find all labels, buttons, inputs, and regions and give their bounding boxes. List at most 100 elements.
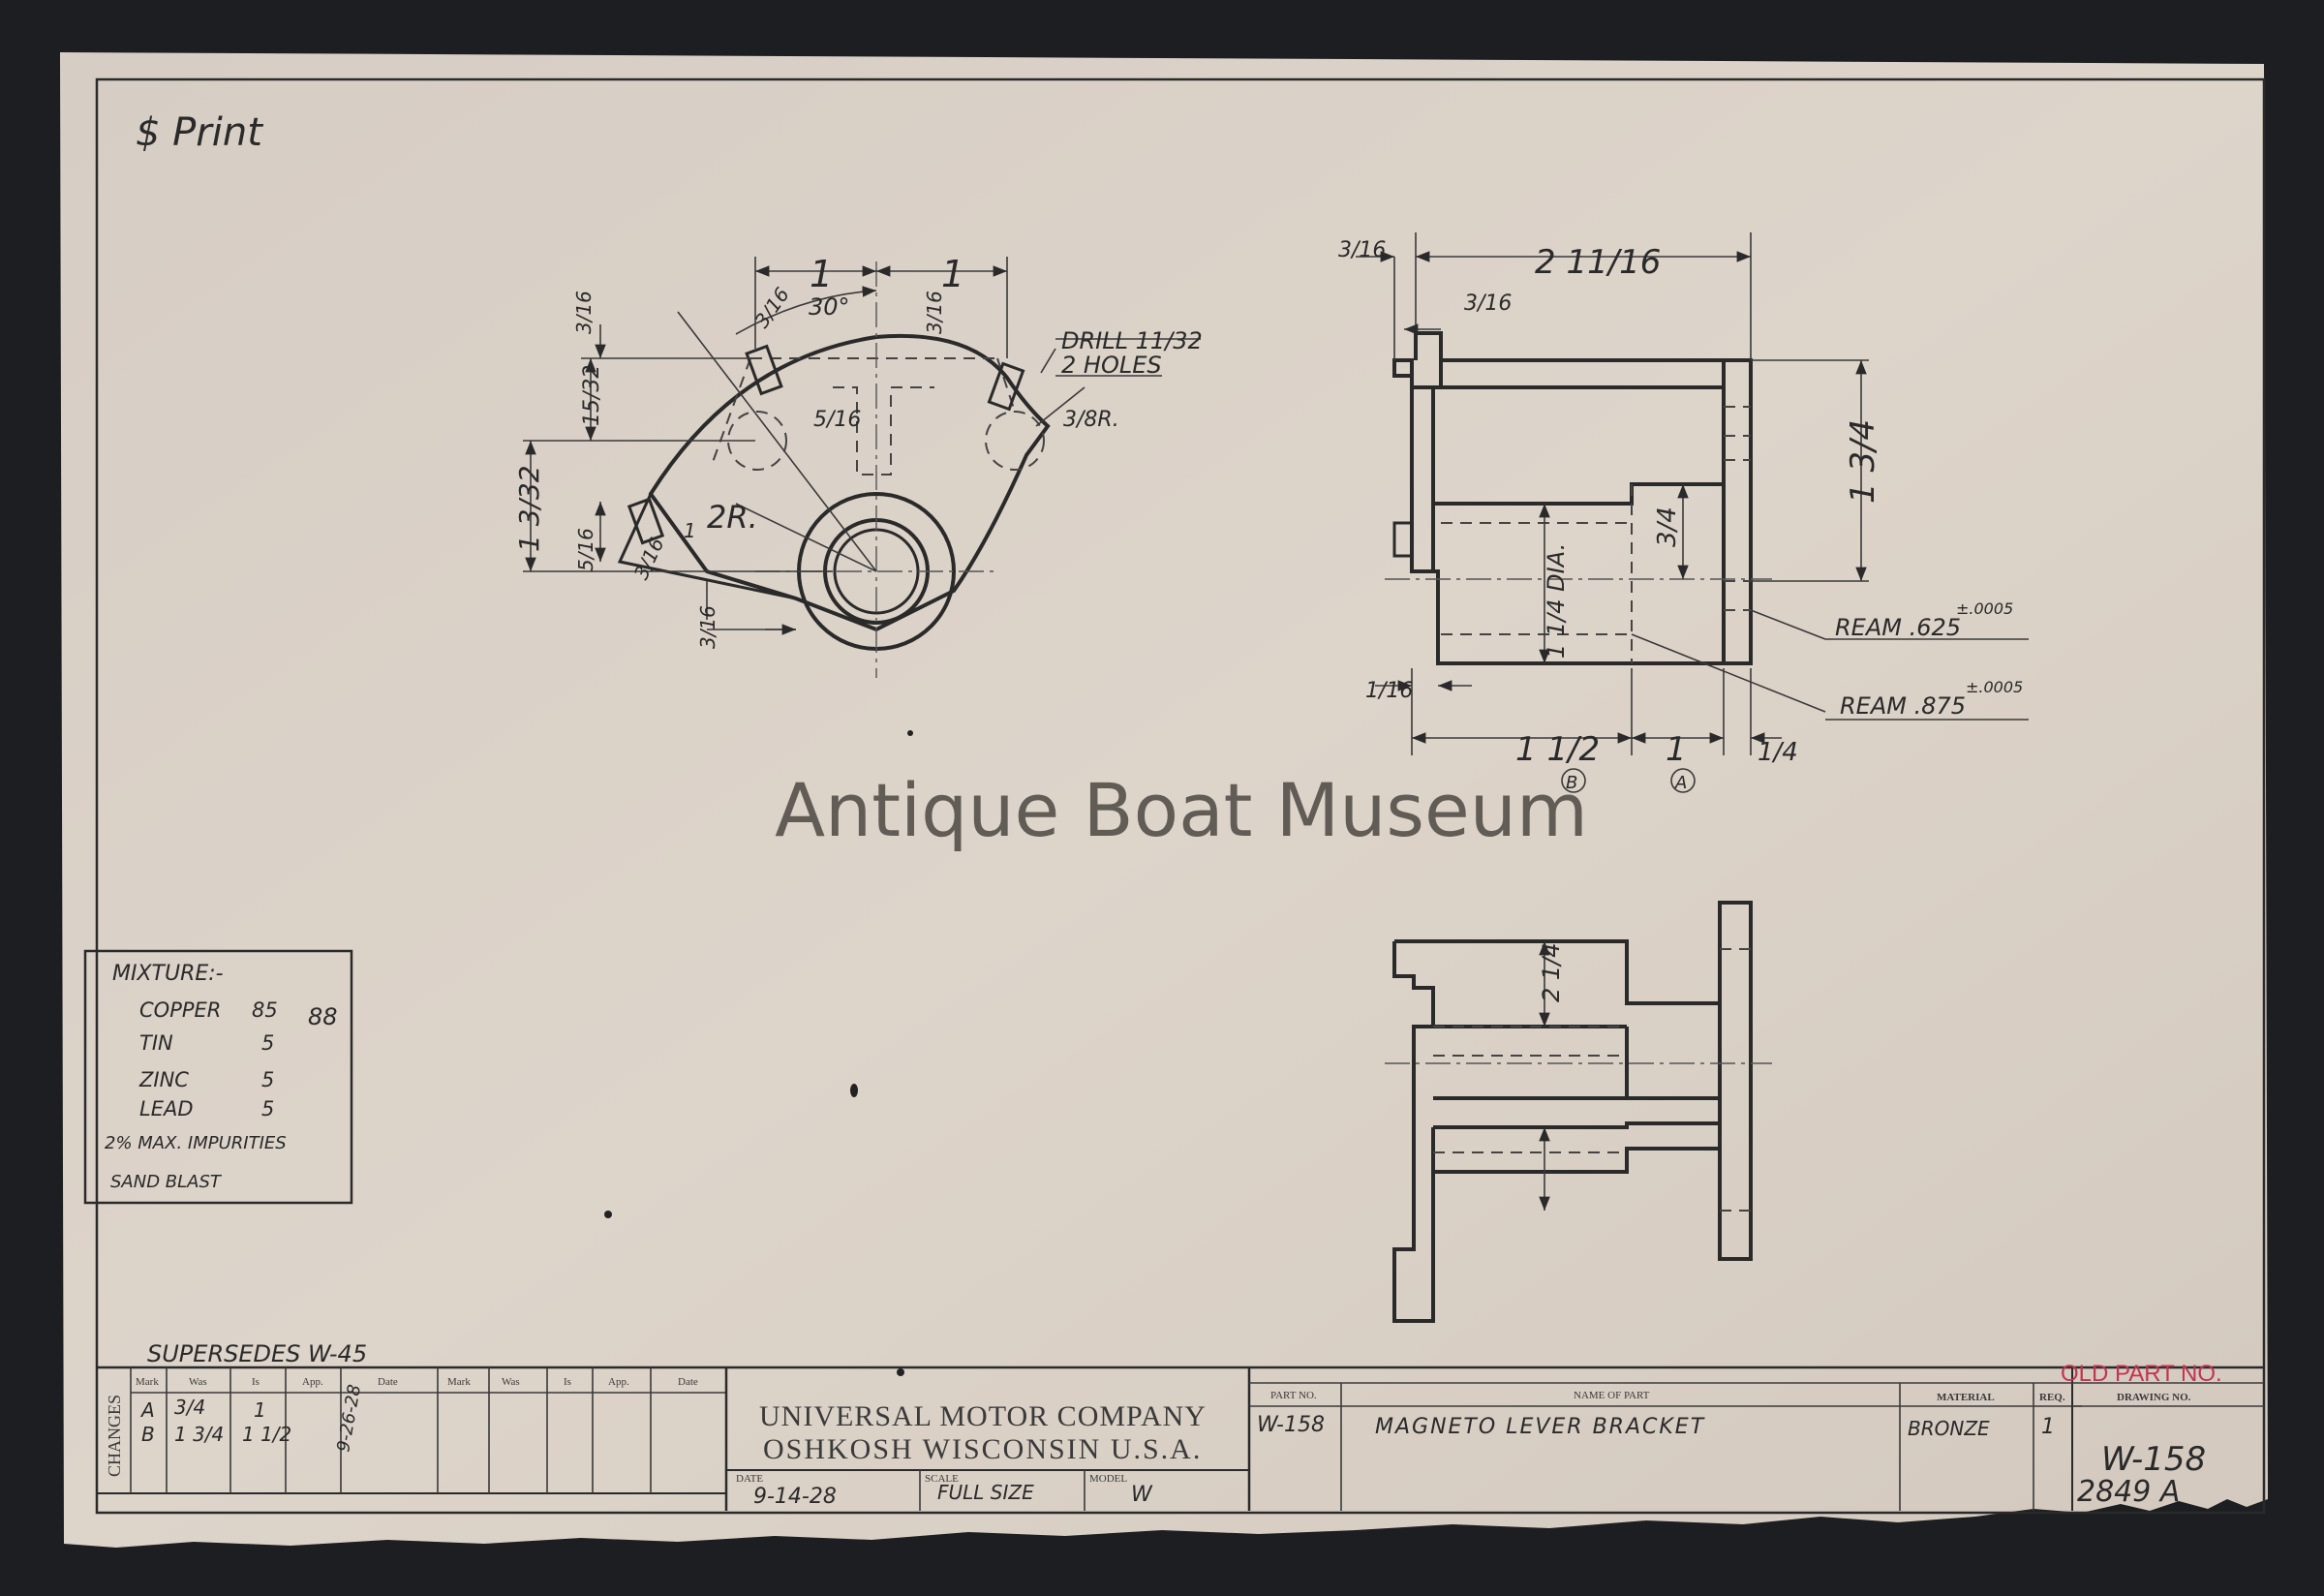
ream-625-tol: ±.0005 <box>1956 599 2013 618</box>
changes-side-label: CHANGES <box>105 1395 124 1477</box>
mixture-row: LEAD 5 <box>139 1097 274 1120</box>
drawing-border <box>95 77 2266 1515</box>
changes-header: Date <box>378 1376 398 1388</box>
dim-side-3-16-inner: 3/16 <box>1464 292 1512 316</box>
req-value: 1 <box>2041 1415 2055 1439</box>
dim-1-1-2: 1 1/2 <box>1515 730 1600 769</box>
dim-angle: 30° <box>809 293 850 321</box>
dim-1-16: 1/16 <box>1365 679 1413 703</box>
part-no-label: PART NO. <box>1270 1390 1317 1401</box>
changes-cell: A <box>139 1398 155 1422</box>
model-value: W <box>1131 1483 1153 1507</box>
dim-1-3-32: 1 3/32 <box>513 465 545 552</box>
dim-3-8r: 3/8R. <box>1063 408 1119 432</box>
dim-1-small: 1 <box>684 519 696 542</box>
supersedes-note: SUPERSEDES W-45 <box>147 1340 367 1367</box>
dim-1-4: 1/4 <box>1758 738 1798 767</box>
ream-875-tol: ±.0005 <box>1966 678 2023 696</box>
dim-15-32: 15/32 <box>580 365 604 426</box>
changes-header: Is <box>252 1376 260 1388</box>
mixture-item-name: LEAD <box>139 1097 194 1120</box>
mark-b: B <box>1566 773 1577 793</box>
date-label: DATE <box>736 1473 763 1485</box>
dim-3-16-a: 3/16 <box>572 291 596 334</box>
dim-3-4: 3/4 <box>1653 506 1682 547</box>
scale-value: FULL SIZE <box>937 1481 1034 1504</box>
paper <box>60 52 2268 1548</box>
mixture-row: COPPER 85 <box>139 998 278 1022</box>
dim-3-16-c: 3/16 <box>923 291 946 334</box>
mixture-margin-note: 88 <box>308 1003 338 1030</box>
hidden-hole-right <box>985 411 1045 471</box>
bottom-view: 2 1/4 <box>1385 901 1772 1323</box>
mixture-item-name: ZINC <box>138 1068 189 1091</box>
dim-3-16-bottom: 3/16 <box>696 605 719 649</box>
changes-header: Date <box>678 1376 698 1388</box>
dim-1-1-4-dia: 1 1/4 DIA. <box>1543 543 1570 659</box>
mixture-item-value: 5 <box>261 1031 274 1055</box>
dim-side-3-16-top: 3/16 <box>1338 238 1386 262</box>
dim-side-1: 1 <box>1666 730 1687 769</box>
name-label: NAME OF PART <box>1574 1390 1650 1401</box>
ream-625: REAM .625 <box>1835 614 1961 641</box>
mixture-finish: SAND BLAST <box>110 1172 223 1192</box>
company-city: OSHKOSH WISCONSIN U.S.A. <box>763 1433 1202 1465</box>
hidden-hole-left <box>727 411 787 471</box>
dim-1-3-4: 1 3/4 <box>1844 419 1882 504</box>
mixture-title: MIXTURE:- <box>112 962 224 986</box>
date-value: 9-14-28 <box>753 1485 837 1509</box>
company-name: UNIVERSAL MOTOR COMPANY <box>759 1400 1207 1432</box>
changes-cell: 1 1/2 <box>242 1423 291 1446</box>
model-label: MODEL <box>1089 1473 1127 1485</box>
corner-note: $ Print <box>136 110 263 155</box>
dim-5-16-left: 5/16 <box>574 528 597 571</box>
changes-cell: 1 <box>254 1398 266 1422</box>
changes-header: Was <box>189 1376 207 1388</box>
mixture-box: MIXTURE:- COPPER 85 TIN 5 ZINC 5 LEAD 5 … <box>83 949 353 1205</box>
drawing-no: W-158 <box>2101 1440 2206 1479</box>
mark-a: A <box>1674 773 1687 793</box>
changes-header: Mark <box>447 1376 471 1388</box>
mixture-item-name: COPPER <box>139 998 221 1022</box>
part-name: MAGNETO LEVER BRACKET <box>1375 1415 1705 1439</box>
mixture-row: TIN 5 <box>139 1031 274 1055</box>
changes-header: Is <box>564 1376 571 1388</box>
dim-top-left: 1 <box>810 253 833 295</box>
slot-top <box>745 344 783 396</box>
dim-2r: 2R. <box>707 499 758 536</box>
title-block: UNIVERSAL MOTOR COMPANY OSHKOSH WISCONSI… <box>724 1361 2264 1511</box>
mixture-impurities: 2% MAX. IMPURITIES <box>105 1133 287 1153</box>
ream-875: REAM .875 <box>1840 692 1966 720</box>
mixture-item-value: 85 <box>252 998 278 1022</box>
changes-cell: 3/4 <box>174 1396 205 1419</box>
mixture-frame <box>83 949 353 1205</box>
drill-note-2: 2 HOLES <box>1061 352 1162 379</box>
changes-cell: B <box>141 1423 155 1446</box>
old-part-stamp: OLD PART NO. <box>2061 1361 2222 1387</box>
changes-header: App. <box>302 1376 323 1388</box>
material-label: MATERIAL <box>1937 1392 1995 1403</box>
dim-5-16-center: 5/16 <box>813 408 861 432</box>
mixture-item-value: 5 <box>261 1097 274 1120</box>
drawing-no-2: 2849 A <box>2077 1475 2180 1509</box>
slot-right <box>987 361 1025 412</box>
mixture-item-name: TIN <box>139 1031 173 1055</box>
material-value: BRONZE <box>1908 1417 1990 1440</box>
changes-header: App. <box>608 1376 629 1388</box>
req-label: REQ. <box>2039 1392 2065 1403</box>
changes-cell: 1 3/4 <box>174 1423 224 1446</box>
slot-left <box>627 497 665 545</box>
scale-label: SCALE <box>925 1473 959 1485</box>
side-view-outline <box>1392 331 1753 665</box>
dim-2-1-4: 2 1/4 <box>1538 942 1565 1002</box>
side-view: 3/16 2 11/16 3/16 1 3/4 3/4 1 1/4 DIA. 1… <box>1338 232 2029 793</box>
dim-2-11-16: 2 11/16 <box>1535 243 1661 282</box>
dim-top-right: 1 <box>941 253 964 295</box>
changes-header: Was <box>502 1376 520 1388</box>
drawing-no-label: DRAWING NO. <box>2117 1392 2191 1403</box>
drill-note-1: DRILL 11/32 <box>1061 327 1203 354</box>
mixture-item-value: 5 <box>261 1068 274 1091</box>
part-no-value: W-158 <box>1257 1413 1325 1437</box>
changes-header: Mark <box>136 1376 159 1388</box>
